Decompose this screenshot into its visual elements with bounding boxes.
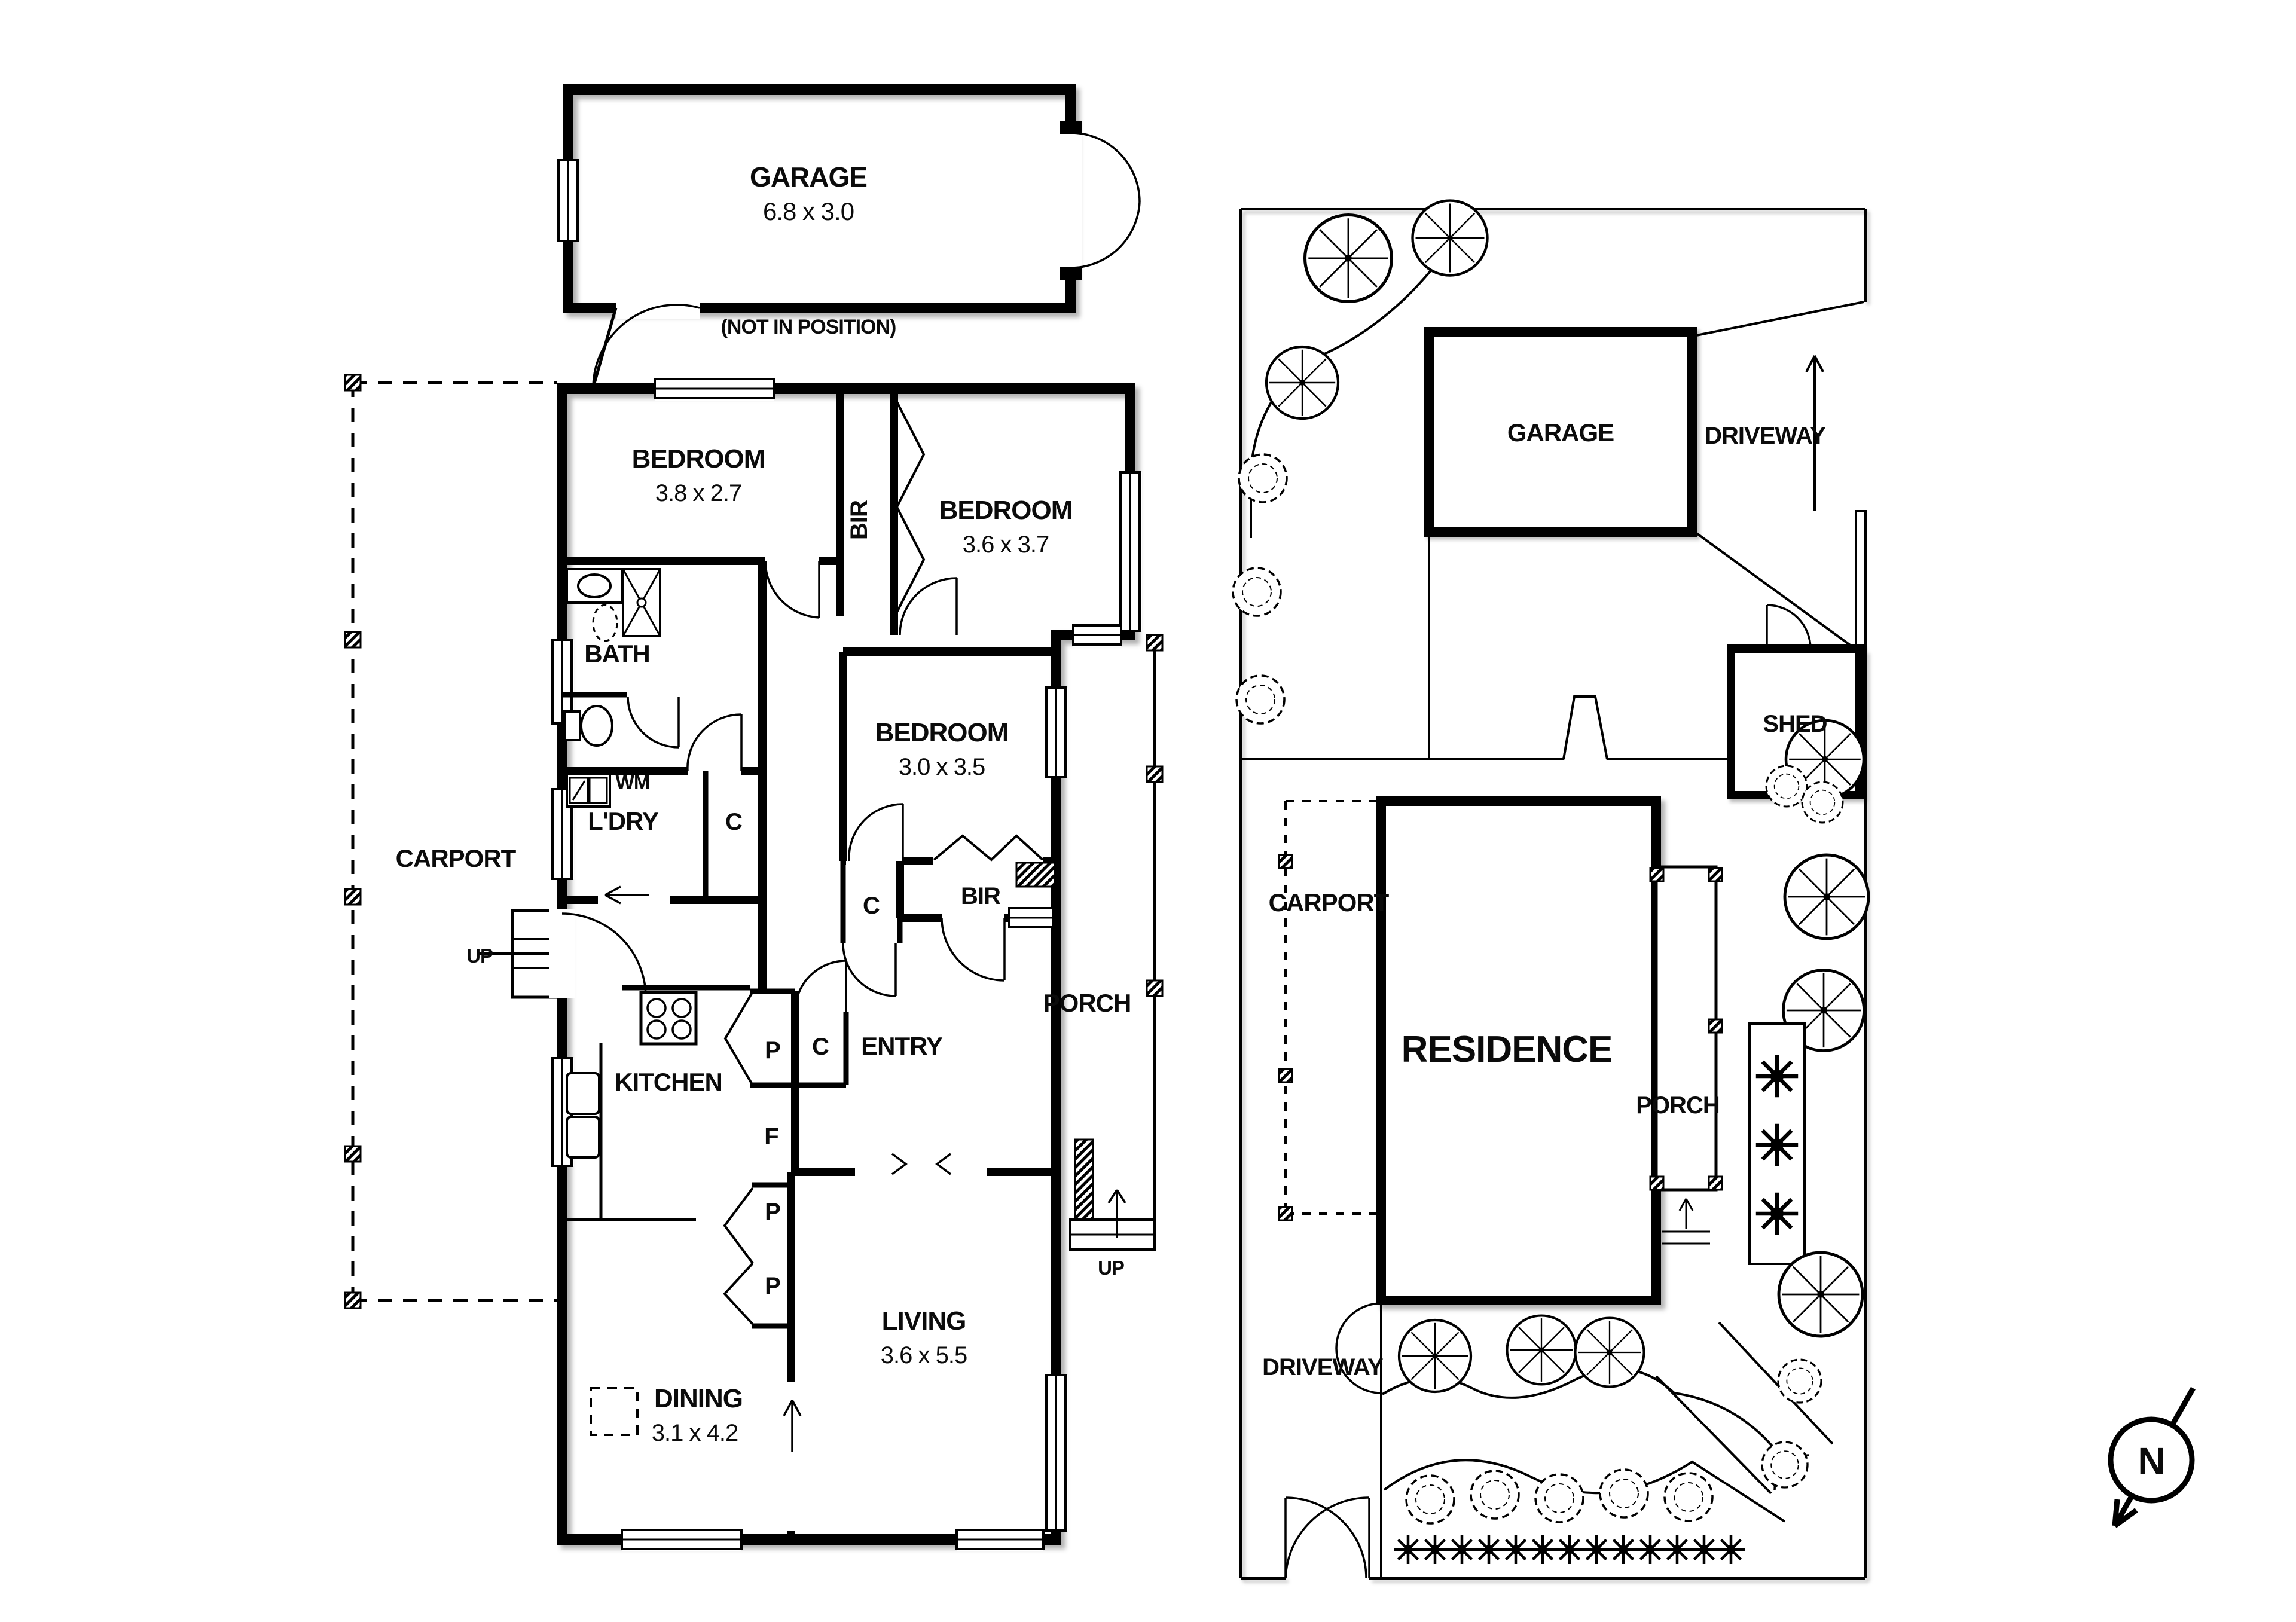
bedroom2-dims: 3.6 x 3.7 [963, 531, 1049, 558]
sink [566, 1116, 600, 1159]
tree [1779, 1253, 1863, 1336]
garage-note: (NOT IN POSITION) [721, 316, 896, 338]
bath-fixtures [563, 568, 661, 747]
tree [1305, 215, 1392, 302]
kitchen-label: KITCHEN [615, 1068, 722, 1096]
tree [1266, 347, 1338, 419]
bedroom3-label: BEDROOM [875, 718, 1009, 747]
site-garage [1424, 327, 1697, 537]
site-shed-label: SHED [1763, 711, 1827, 737]
p-label-pantry: P [765, 1037, 780, 1064]
side-gate [1855, 510, 1867, 652]
site-driveway-bottom-label: DRIVEWAY [1262, 1354, 1384, 1380]
site-carport-label: CARPORT [1269, 888, 1390, 917]
bush [1405, 1474, 1455, 1525]
tree [1507, 1316, 1576, 1385]
bifold-doors [723, 401, 1044, 1325]
tree [1576, 1318, 1644, 1387]
c-label-bed3: C [863, 893, 880, 919]
c-label-laundry: C [725, 809, 742, 835]
bush [1599, 1468, 1649, 1519]
detached-garage: GARAGE 6.8 x 3.0 (NOT IN POSITION) [557, 84, 1141, 388]
garage-label: GARAGE [750, 161, 867, 193]
living-label: LIVING [882, 1306, 966, 1336]
bush [1761, 1441, 1809, 1489]
bedroom1-label: BEDROOM [632, 444, 765, 474]
site-boundary [1239, 208, 1867, 1580]
bir-label-2: BIR [961, 883, 1001, 909]
tree [1413, 201, 1488, 276]
up-label-porch: UP [1098, 1257, 1124, 1279]
site-plan: GARAGE DRIVEWAY SHED CARPORT RESIDENCE P… [1232, 201, 1868, 1580]
bedroom2-label: BEDROOM [939, 496, 1073, 525]
north-compass: N [2108, 1386, 2196, 1528]
garage-door-leaf-arc [1070, 132, 1141, 203]
hatched-piers [1015, 862, 1094, 1221]
wm-label: WM [616, 771, 650, 793]
tree [1785, 855, 1868, 939]
p-label-1: P [765, 1199, 780, 1225]
living-dims: 3.6 x 5.5 [881, 1342, 967, 1369]
carport-label: CARPORT [396, 844, 517, 872]
bath-label: BATH [584, 640, 650, 668]
tree [1399, 1320, 1471, 1392]
driveway-arrow [1805, 355, 1824, 511]
compass-n-label: N [2138, 1440, 2164, 1483]
bush [1534, 1473, 1584, 1523]
bush [1238, 453, 1288, 503]
carport-posts [344, 374, 362, 1309]
bush [1663, 1472, 1714, 1522]
dining-dashed-fixture [590, 1387, 639, 1436]
site-porch [1649, 865, 1723, 1245]
bush [1235, 674, 1286, 725]
bush [1765, 765, 1808, 808]
sink [566, 1072, 600, 1115]
door-swing-arc [592, 303, 700, 388]
house-outer-walls [557, 383, 1135, 1545]
dining-dims: 3.1 x 4.2 [652, 1420, 738, 1446]
garage-dims: 6.8 x 3.0 [763, 197, 854, 225]
site-garage-label: GARAGE [1507, 419, 1614, 447]
bush [1470, 1470, 1520, 1520]
bush [1777, 1358, 1822, 1404]
up-label-carport: UP [466, 945, 493, 967]
toilet-tank [563, 710, 581, 741]
bedroom1-dims: 3.8 x 2.7 [655, 480, 741, 506]
bedroom3-dims: 3.0 x 3.5 [899, 754, 985, 780]
laundry-label: L'DRY [588, 807, 659, 835]
garden-line [1383, 1459, 1786, 1523]
interior-thin-walls [562, 692, 903, 1329]
site-driveway-top-label: DRIVEWAY [1705, 423, 1826, 449]
main-floor-plan: CARPORT UP [344, 374, 1164, 1551]
toilet-bowl [580, 705, 613, 747]
site-porch-label: PORCH [1636, 1092, 1719, 1119]
garage-door-leaf-arc [1070, 201, 1141, 269]
bush [1801, 781, 1844, 824]
doors [561, 560, 1006, 1012]
front-gate [1284, 1496, 1370, 1579]
c-label-entry: C [812, 1034, 829, 1060]
f-label: F [764, 1123, 778, 1150]
garage-door-opening [1058, 133, 1082, 268]
p-label-2: P [765, 1273, 780, 1299]
entry-label: ENTRY [861, 1032, 943, 1060]
rear-gate [1562, 695, 1608, 760]
porch-label: PORCH [1043, 989, 1131, 1017]
windows [551, 378, 1141, 1550]
kitchen-fixtures [562, 991, 698, 1221]
site-residence-label: RESIDENCE [1402, 1029, 1613, 1070]
dining-label: DINING [654, 1384, 743, 1413]
porch-structure [1069, 634, 1164, 1251]
path-edge [1655, 1375, 1772, 1495]
path-edge [1718, 1321, 1834, 1445]
site-carport [1284, 800, 1381, 1215]
site-residence [1376, 796, 1661, 1305]
bush [1232, 567, 1282, 617]
bir-label-1: BIR [846, 500, 872, 540]
flow-arrows [604, 885, 952, 1452]
compass-circle [2108, 1416, 2195, 1504]
laundry-fixtures [566, 773, 611, 808]
